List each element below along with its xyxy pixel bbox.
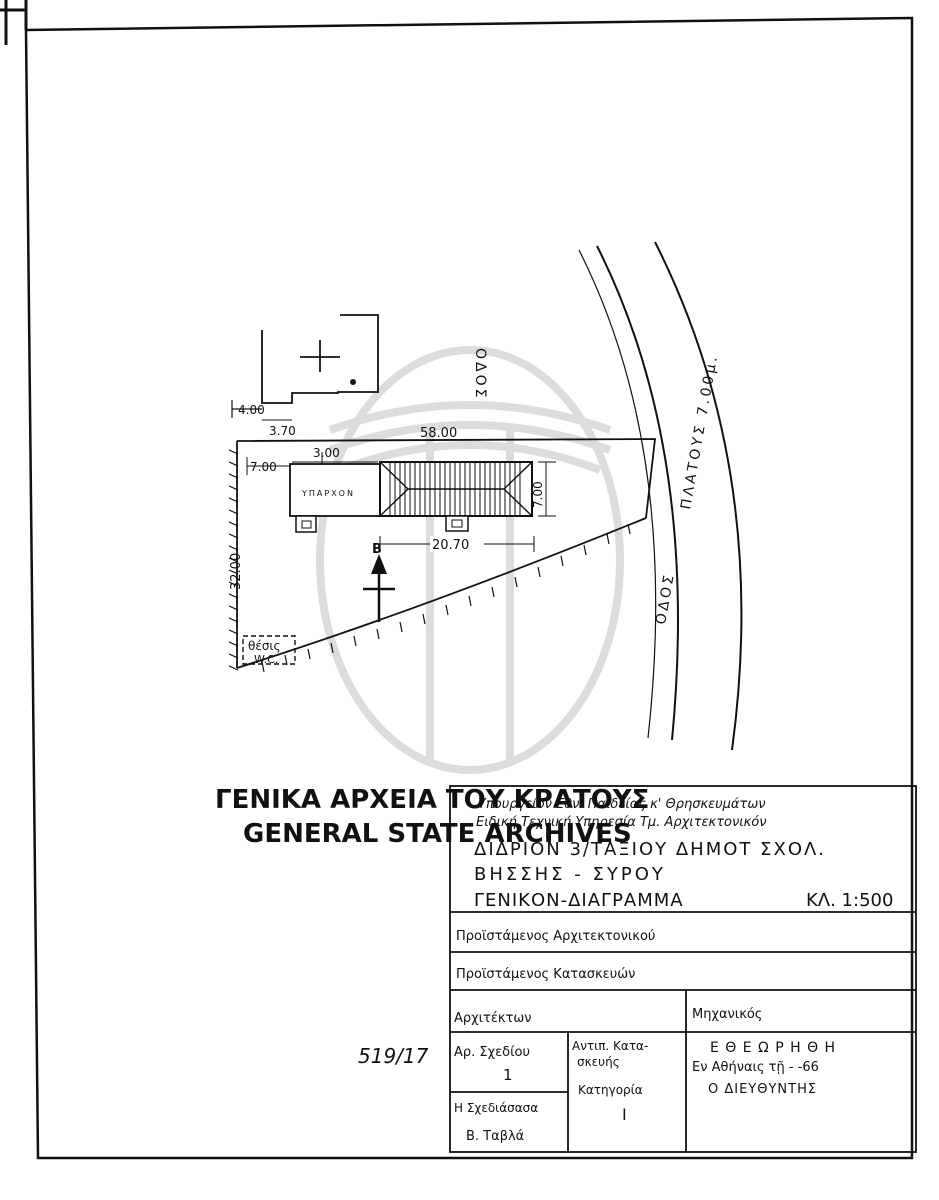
tb-drawing-no-value: 1 [503,1066,513,1084]
street-label-top: ΟΔΟΣ [472,348,488,400]
tb-architect-label: Αρχιτέκτων [454,1011,532,1026]
street-width-label: ΠΛΑΤΟΥΣ 7.00μ. [678,353,721,511]
tb-approval-3: Ο ΔΙΕΥΘΥΝΤΗΣ [708,1082,817,1097]
new-building-entrance [445,515,469,532]
existing-building-label: ΥΠΑΡΧΟΝ [301,489,355,498]
north-arrow [363,554,395,622]
tb-drawn-label: Η Σχεδιάσασα [454,1101,538,1115]
wc-label-1: θέσις [248,639,281,653]
tb-anti-label-1: Αντιπ. Κατα- [572,1039,648,1053]
watermark-line-1: ΓΕΝΙΚΑ ΑΡΧΕΙΑ ΤΟΥ ΚΡΑΤΟΥΣ [215,785,649,815]
wc-label-2: W.C. [254,653,278,666]
tb-category-value: Ι [622,1105,627,1124]
tb-drawing-title: ΓΕΝΙΚΟΝ-ΔΙΑΓΡΑΜΜΑ [474,890,684,911]
street-curve-outer [654,241,743,751]
dim-7-00-right: 7.00 [531,481,545,508]
sheet-frame [24,16,914,1160]
tb-approval-2: Εν Αθήναις τῇ - -66 [692,1060,819,1075]
archive-reference: 519/17 [358,1044,429,1068]
plot-boundary-sloped [236,517,647,669]
site-plan: ΟΔΟΣ ΠΛΑΤΟΥΣ 7.00μ. ΟΔΟΣ 4.00 3.70 [228,241,743,751]
tb-category-label: Κατηγορία [578,1083,643,1097]
tb-project-line-2: ΒΗΣΣΗΣ - ΣΥΡΟΥ [474,864,666,885]
dim-7-00-left: 7.00 [250,460,277,474]
dim-58-00: 58.00 [420,426,457,441]
roof-ridge-lines [379,461,533,517]
title-block [449,785,917,1153]
street-curve-inner-2 [578,249,657,739]
binding-marks [0,0,28,45]
tb-head-architecture: Προϊστάμενος Αρχιτεκτονικού [456,929,655,944]
survey-point [350,379,356,385]
street-curve-inner [596,245,679,741]
dim-4-00: 4.00 [238,403,265,417]
adjacent-lot [261,314,379,404]
plot-boundary [236,438,657,519]
watermark-seal [316,346,624,774]
watermark-line-2: GENERAL STATE ARCHIVES [243,819,632,849]
tb-scale: ΚΛ. 1:500 [806,890,893,911]
existing-stair [295,515,317,533]
tb-drawing-no-label: Αρ. Σχεδίου [454,1045,530,1060]
tb-service: Ειδική Τεχνική Υπηρεσία Τμ. Αρχιτεκτονικ… [476,815,767,830]
wc-position [242,635,296,665]
dim-32-00: 32.00 [229,553,244,590]
dim-3-00: 3.00 [313,446,340,460]
boundary-hatch-left [228,449,239,671]
street-label-bottom: ΟΔΟΣ [653,571,678,625]
dim-3-70: 3.70 [269,424,296,438]
existing-building [289,463,381,517]
tb-ministry: Υπουργείον Εθν. Παιδείας κ' Θρησκευμάτων [478,797,765,812]
tb-engineer-label: Μηχανικός [692,1007,762,1022]
dim-20-70: 20.70 [432,538,469,553]
tb-head-construction: Προϊστάμενος Κατασκευών [456,967,635,982]
north-label: Β [372,542,382,557]
tb-approval-1: Ε Θ Ε Ω Ρ Η Θ Η [710,1040,836,1056]
tb-project-line-1: ΔΙΔΡΙΟΝ 3/ΤΑΞΙΟΥ ΔΗΜΟΤ ΣΧΟΛ. [474,839,826,860]
tb-drawn-value: Β. Ταβλά [466,1129,524,1144]
tb-anti-label-2: σκευής [577,1055,620,1069]
